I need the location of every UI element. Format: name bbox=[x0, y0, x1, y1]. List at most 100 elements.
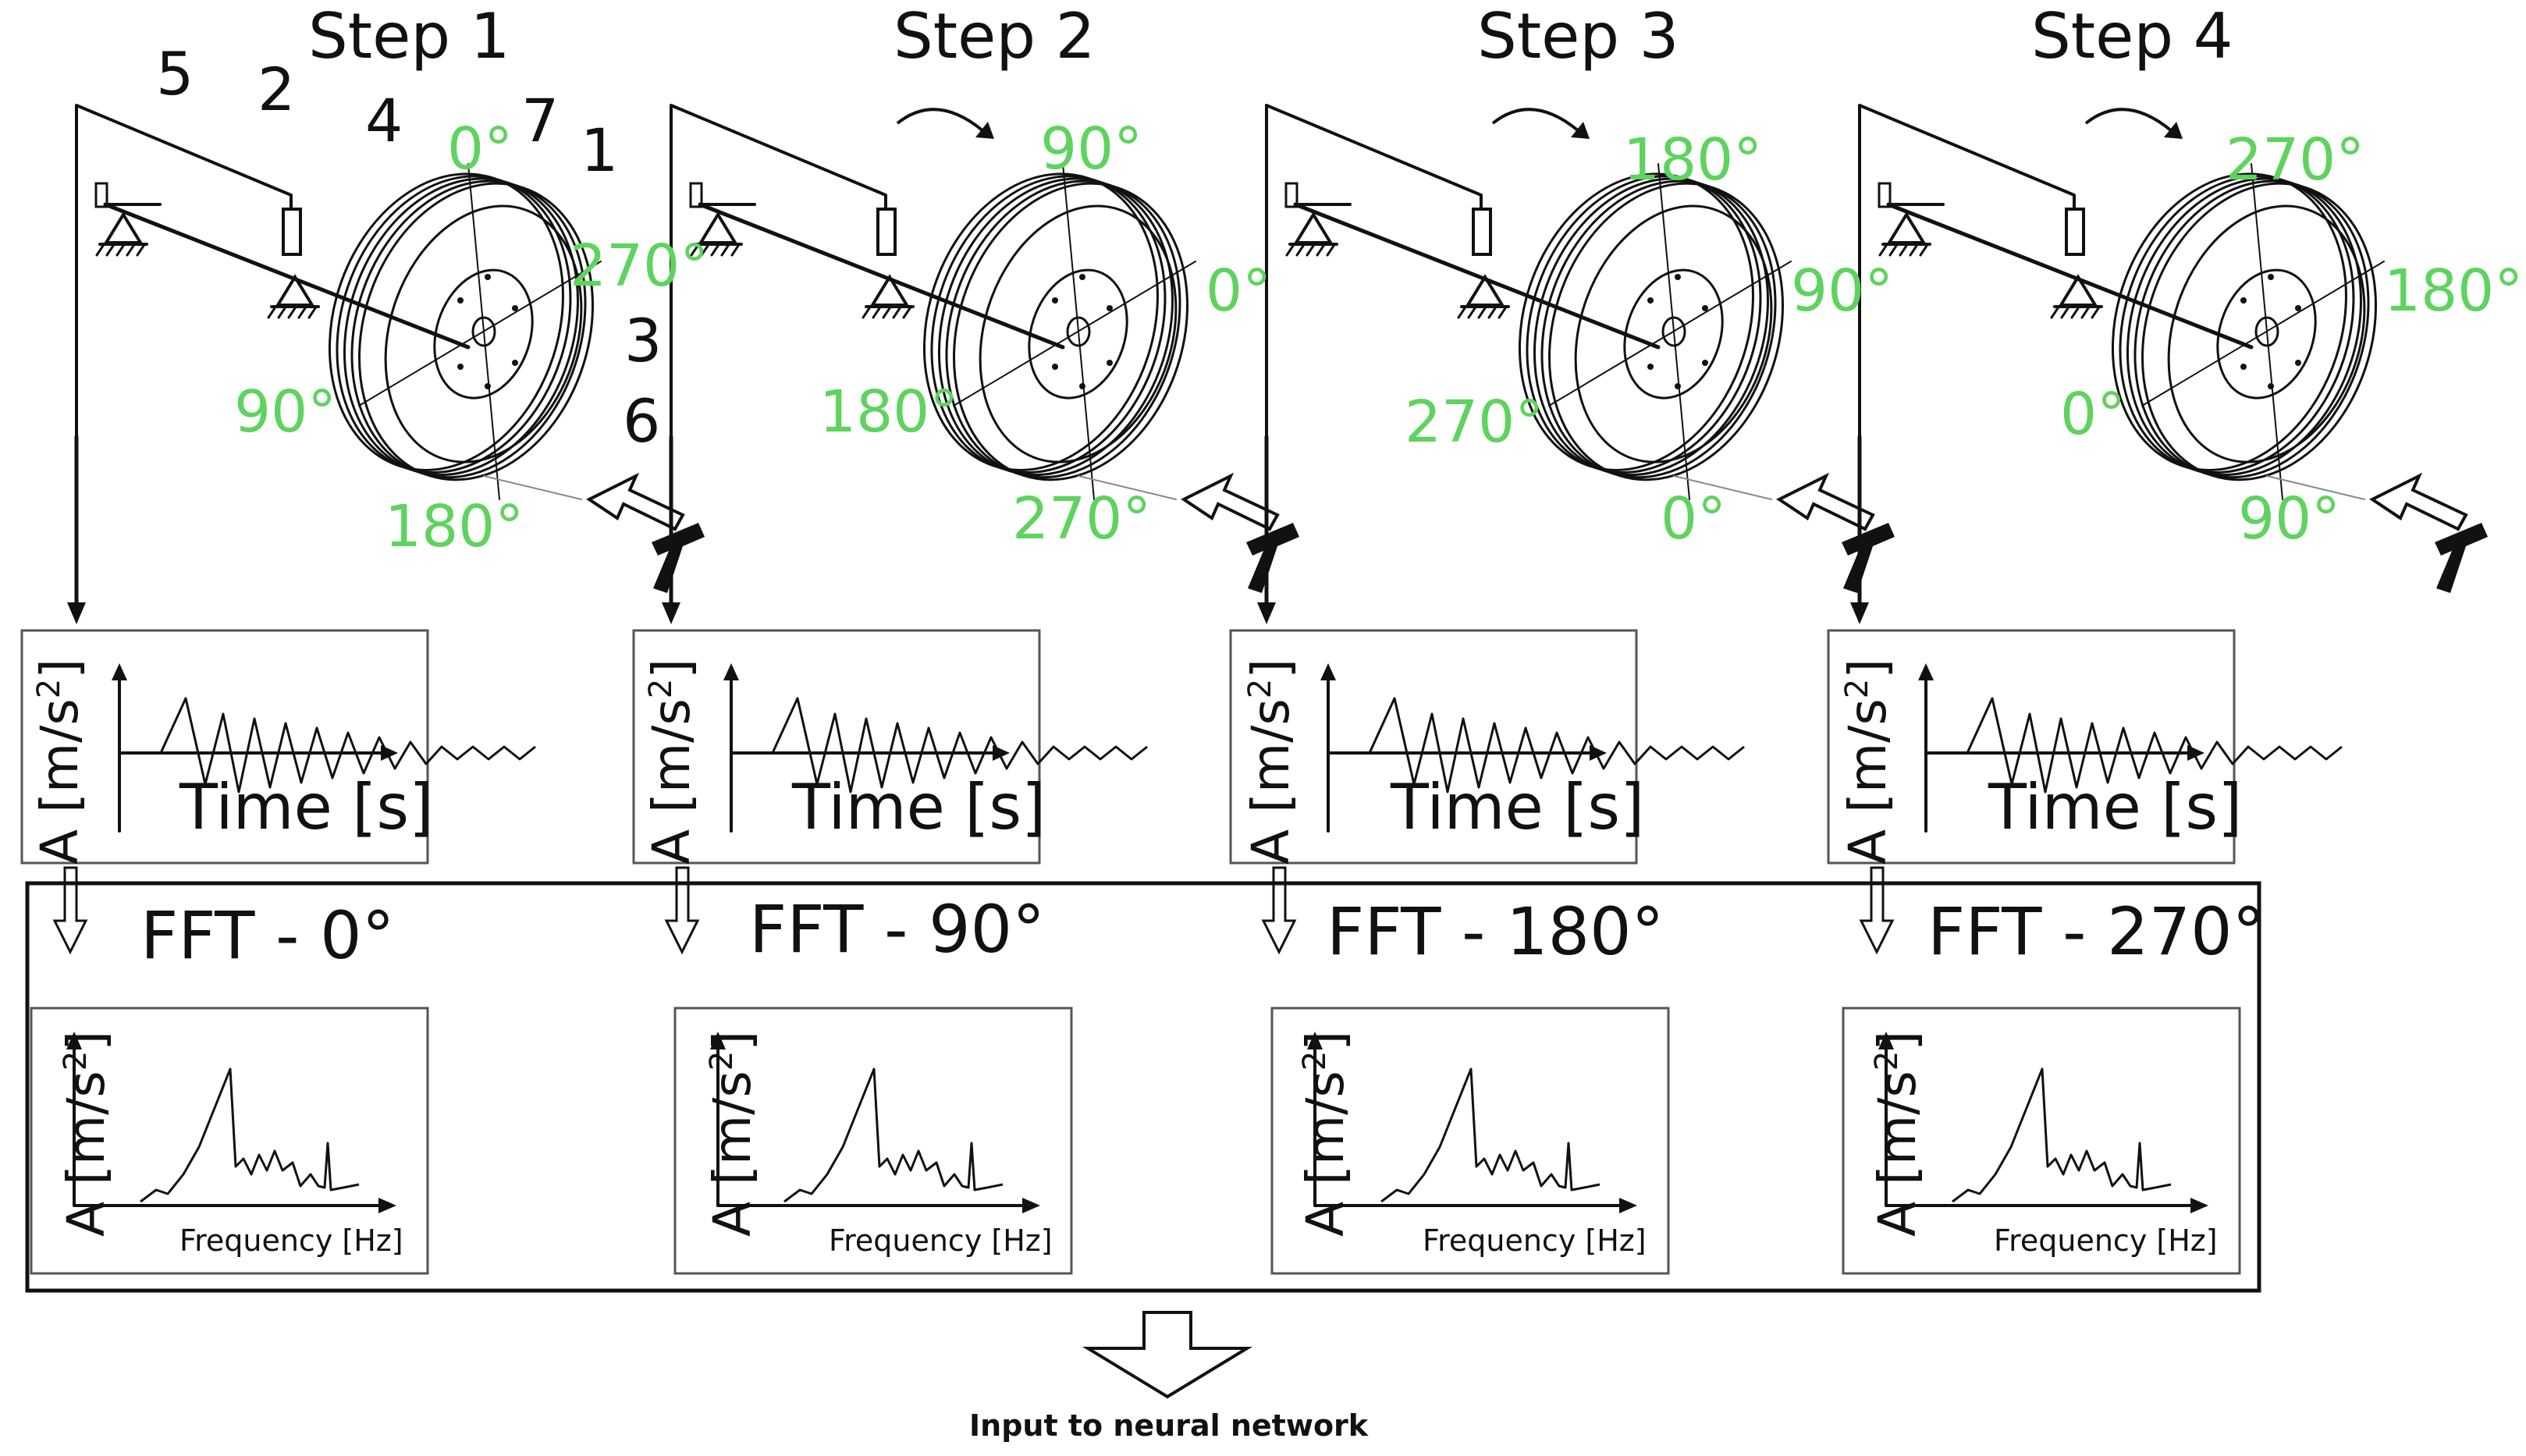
wheel-2-bolt bbox=[1107, 360, 1113, 366]
wheel-2-center bbox=[1066, 316, 1091, 347]
support-right-4-hatch bbox=[2050, 307, 2059, 319]
freq-plot-1-frame bbox=[30, 1007, 429, 1275]
wheel-4-hub bbox=[2216, 268, 2317, 400]
arrow-to-time-plot-1-head bbox=[67, 602, 86, 624]
freq-plot-1-spectrum bbox=[140, 1067, 360, 1203]
freq-plot-4-xlabel: Frequency [Hz] bbox=[1994, 1223, 2218, 1258]
part-number-2: 2 bbox=[258, 55, 296, 124]
wheel-2-tire-ring bbox=[953, 182, 1188, 481]
time-plot-3-ylabel: A [m/s2] bbox=[1241, 659, 1301, 865]
step-2-angle-right: 0° bbox=[1206, 257, 1272, 325]
wheel-3-bolt bbox=[1675, 274, 1681, 280]
support-right-1 bbox=[275, 274, 315, 307]
hammer-4-arrow bbox=[2369, 472, 2468, 531]
support-left-4-hatch bbox=[1888, 244, 1898, 257]
support-left-2-hatch bbox=[700, 244, 709, 257]
support-right-2-hatch bbox=[882, 307, 891, 319]
wheel-2-bolt bbox=[1079, 274, 1085, 280]
step-1-angle-top: 0° bbox=[447, 115, 513, 183]
support-left-2-hatch bbox=[710, 244, 719, 257]
rotation-arrow-3-head bbox=[1571, 122, 1590, 139]
part-number-7: 7 bbox=[521, 86, 560, 155]
support-left-4 bbox=[1886, 211, 1927, 244]
step-2-title: Step 2 bbox=[894, 0, 1096, 73]
sensor-5-2 bbox=[689, 182, 703, 208]
support-left-4-hatch bbox=[1919, 244, 1928, 257]
time-plot-1-frame bbox=[20, 629, 429, 865]
hammer-4-head bbox=[2435, 523, 2488, 593]
wheel-4-rim bbox=[2167, 204, 2366, 463]
step-3-angle-bottom: 0° bbox=[1661, 485, 1727, 552]
fft-title-1: FFT - 0° bbox=[140, 897, 395, 974]
wheel-1-bolt bbox=[512, 305, 518, 311]
rotation-arrow-2-head bbox=[975, 122, 994, 139]
sensor-5-4 bbox=[1878, 182, 1892, 208]
rotation-arrow-3 bbox=[1491, 108, 1580, 133]
freq-plot-1-xlabel: Frequency [Hz] bbox=[179, 1223, 403, 1258]
support-right-4-hatch bbox=[2091, 307, 2100, 319]
wheel-3-bolt bbox=[1702, 305, 1708, 311]
freq-plot-3-spectrum bbox=[1380, 1067, 1601, 1203]
sensor-5-3 bbox=[1284, 182, 1299, 208]
support-left-4-hatch bbox=[1909, 244, 1918, 257]
shaft-4 bbox=[1886, 202, 2254, 350]
step-4-angle-top: 270° bbox=[2226, 126, 2365, 194]
step-2-angle-bottom: 270° bbox=[1012, 485, 1152, 552]
step-1-title: Step 1 bbox=[308, 0, 510, 73]
support-left-1-hatch bbox=[105, 244, 115, 257]
support-left-4-hatch bbox=[1899, 244, 1908, 257]
wheel-3-bolt bbox=[1647, 297, 1654, 304]
wheel-4-bolt bbox=[2268, 383, 2274, 389]
support-left-3-hatch bbox=[1285, 244, 1295, 257]
wheel-3-axis-h bbox=[1548, 261, 1792, 407]
time-plot-2-frame bbox=[632, 629, 1041, 865]
freq-plot-2-frame bbox=[673, 1007, 1073, 1275]
time-plot-4-yaxis-head bbox=[1918, 663, 1934, 680]
fft-title-4: FFT - 270° bbox=[1927, 893, 2265, 970]
hammer-4-dots bbox=[2266, 475, 2365, 500]
step-2-angle-top: 90° bbox=[1040, 115, 1143, 183]
rig-frame-1 bbox=[75, 104, 293, 437]
support-left-3-hatch bbox=[1306, 244, 1315, 257]
time-plot-2-signal bbox=[771, 697, 1148, 794]
wheel-2-bolt bbox=[1107, 305, 1113, 311]
wheel-1-rim bbox=[384, 204, 583, 463]
support-right-3-hatch bbox=[1467, 307, 1476, 319]
wheel-4-bolt bbox=[2295, 305, 2301, 311]
wheel-1-axis-h bbox=[358, 261, 602, 407]
freq-plot-3-ylabel: A [m/s2] bbox=[1295, 1031, 1355, 1237]
support-right-1-hatch bbox=[267, 307, 276, 319]
sensor-3 bbox=[1472, 208, 1492, 256]
support-right-3-hatch bbox=[1487, 307, 1497, 319]
wheel-3-hub bbox=[1623, 268, 1724, 400]
rotation-arrow-4-head bbox=[2164, 122, 2183, 139]
freq-plot-2-xlabel: Frequency [Hz] bbox=[829, 1223, 1053, 1258]
freq-plot-1-ylabel: A [m/s2] bbox=[56, 1031, 116, 1237]
support-left-1-hatch bbox=[115, 244, 125, 257]
footer-caption: Input to neural network bbox=[969, 1408, 1369, 1443]
support-left-4-hatch bbox=[1878, 244, 1888, 257]
support-right-3-hatch bbox=[1477, 307, 1487, 319]
step-3-angle-top: 180° bbox=[1623, 126, 1763, 194]
support-right-3-hatch bbox=[1457, 307, 1466, 319]
wheel-4-tire-ring bbox=[2141, 182, 2377, 481]
support-right-4-hatch bbox=[2070, 307, 2080, 319]
support-right-2-hatch bbox=[872, 307, 881, 319]
step-1-angle-bottom: 180° bbox=[385, 493, 524, 560]
support-right-1-hatch bbox=[277, 307, 286, 319]
wheel-1-bolt bbox=[457, 297, 464, 304]
wheel-4-bolt bbox=[2240, 364, 2247, 370]
support-left-1 bbox=[103, 211, 144, 244]
hammer-2-head bbox=[1246, 523, 1299, 593]
arrow-to-time-plot-3-head bbox=[1257, 602, 1276, 624]
step-4-title: Step 4 bbox=[2031, 0, 2233, 73]
support-right-1-hatch bbox=[287, 307, 297, 319]
wheel-3-bolt bbox=[1647, 364, 1654, 370]
time-plot-3-signal bbox=[1368, 697, 1745, 794]
sensor-4 bbox=[2065, 208, 2085, 256]
support-left-3-hatch bbox=[1326, 244, 1335, 257]
support-right-3-hatch bbox=[1497, 307, 1507, 319]
wheel-4-bolt bbox=[2295, 360, 2301, 366]
freq-plot-2-spectrum bbox=[783, 1067, 1004, 1203]
wheel-4-bolt bbox=[2268, 274, 2274, 280]
